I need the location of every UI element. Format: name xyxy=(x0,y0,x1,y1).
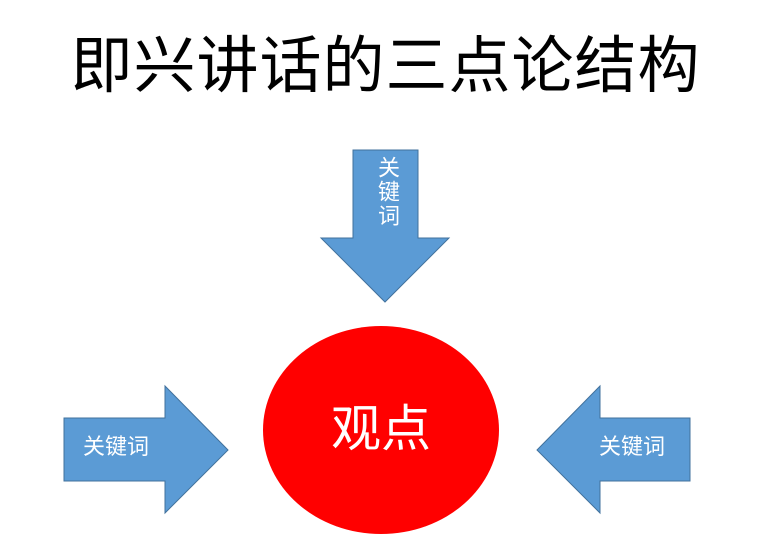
arrow-left-right xyxy=(63,384,229,515)
center-circle xyxy=(263,326,499,534)
center-label: 观点 xyxy=(331,400,431,458)
arrow-left-label: 关键词 xyxy=(82,435,149,460)
arrow-top-down xyxy=(319,149,451,303)
arrow-top-label: 关键词 xyxy=(374,156,399,228)
arrow-right-left xyxy=(536,384,691,515)
arrow-right-label: 关键词 xyxy=(598,435,665,460)
slide-title: 即兴讲话的三点论结构 xyxy=(70,29,701,102)
